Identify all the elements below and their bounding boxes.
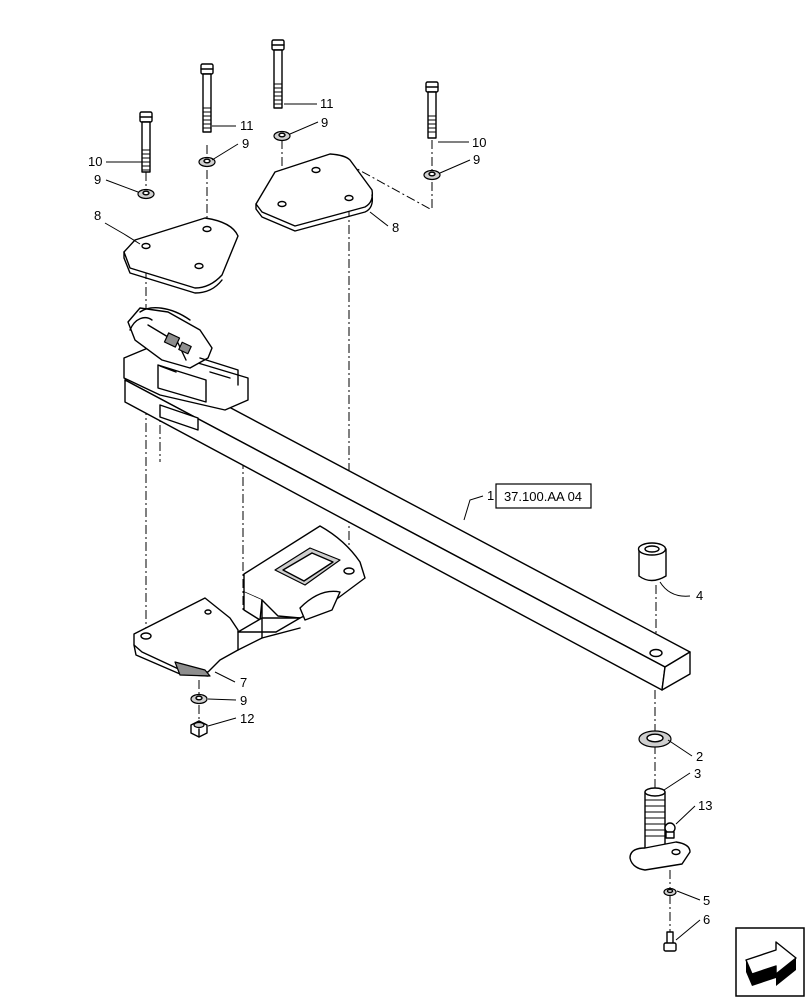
callout-4: 4	[696, 588, 703, 603]
bolt-11-b	[271, 39, 285, 109]
callout-9-b: 9	[242, 136, 249, 151]
washer-2	[638, 730, 672, 748]
callout-7: 7	[240, 675, 247, 690]
callout-2: 2	[696, 749, 703, 764]
callout-10-right: 10	[472, 135, 486, 150]
plate-8-right	[255, 153, 374, 232]
callout-9-e: 9	[240, 693, 247, 708]
callout-11-b: 11	[320, 96, 334, 111]
next-page-arrow-icon[interactable]	[735, 927, 805, 997]
callout-9-a: 9	[94, 172, 101, 187]
callout-6: 6	[703, 912, 710, 927]
callout-8-left: 8	[94, 208, 101, 223]
grease-fitting-13	[664, 822, 676, 839]
callout-1: 1	[487, 488, 494, 503]
hitch-hook-assembly	[123, 307, 249, 431]
plate-8-left	[123, 217, 239, 294]
bushing-4	[637, 542, 667, 582]
callout-10-left: 10	[88, 154, 102, 169]
leader-lines	[104, 103, 701, 941]
screw-6	[663, 931, 677, 952]
callout-13: 13	[698, 798, 712, 813]
washers-9	[137, 130, 441, 705]
support-bracket-7	[133, 525, 366, 677]
reference-code[interactable]: 37.100.AA 04	[504, 489, 582, 504]
callout-9-d: 9	[473, 152, 480, 167]
callout-12: 12	[240, 711, 254, 726]
bolt-11-a	[200, 63, 214, 133]
bolt-10-right	[425, 81, 439, 139]
washer-5	[663, 887, 677, 897]
nut-12	[190, 720, 208, 738]
callout-labels: 10 9 8 11 9 11 9 8 10 9 1 4 7 9 12 2 3 1…	[88, 96, 712, 927]
callout-11-a: 11	[240, 118, 254, 133]
reference-link[interactable]: 37.100.AA 04	[495, 483, 592, 509]
bolt-10-left	[139, 111, 153, 173]
callout-8-right: 8	[392, 220, 399, 235]
pin-3	[629, 787, 691, 871]
callout-9-c: 9	[321, 115, 328, 130]
callout-5: 5	[703, 893, 710, 908]
callout-3: 3	[694, 766, 701, 781]
